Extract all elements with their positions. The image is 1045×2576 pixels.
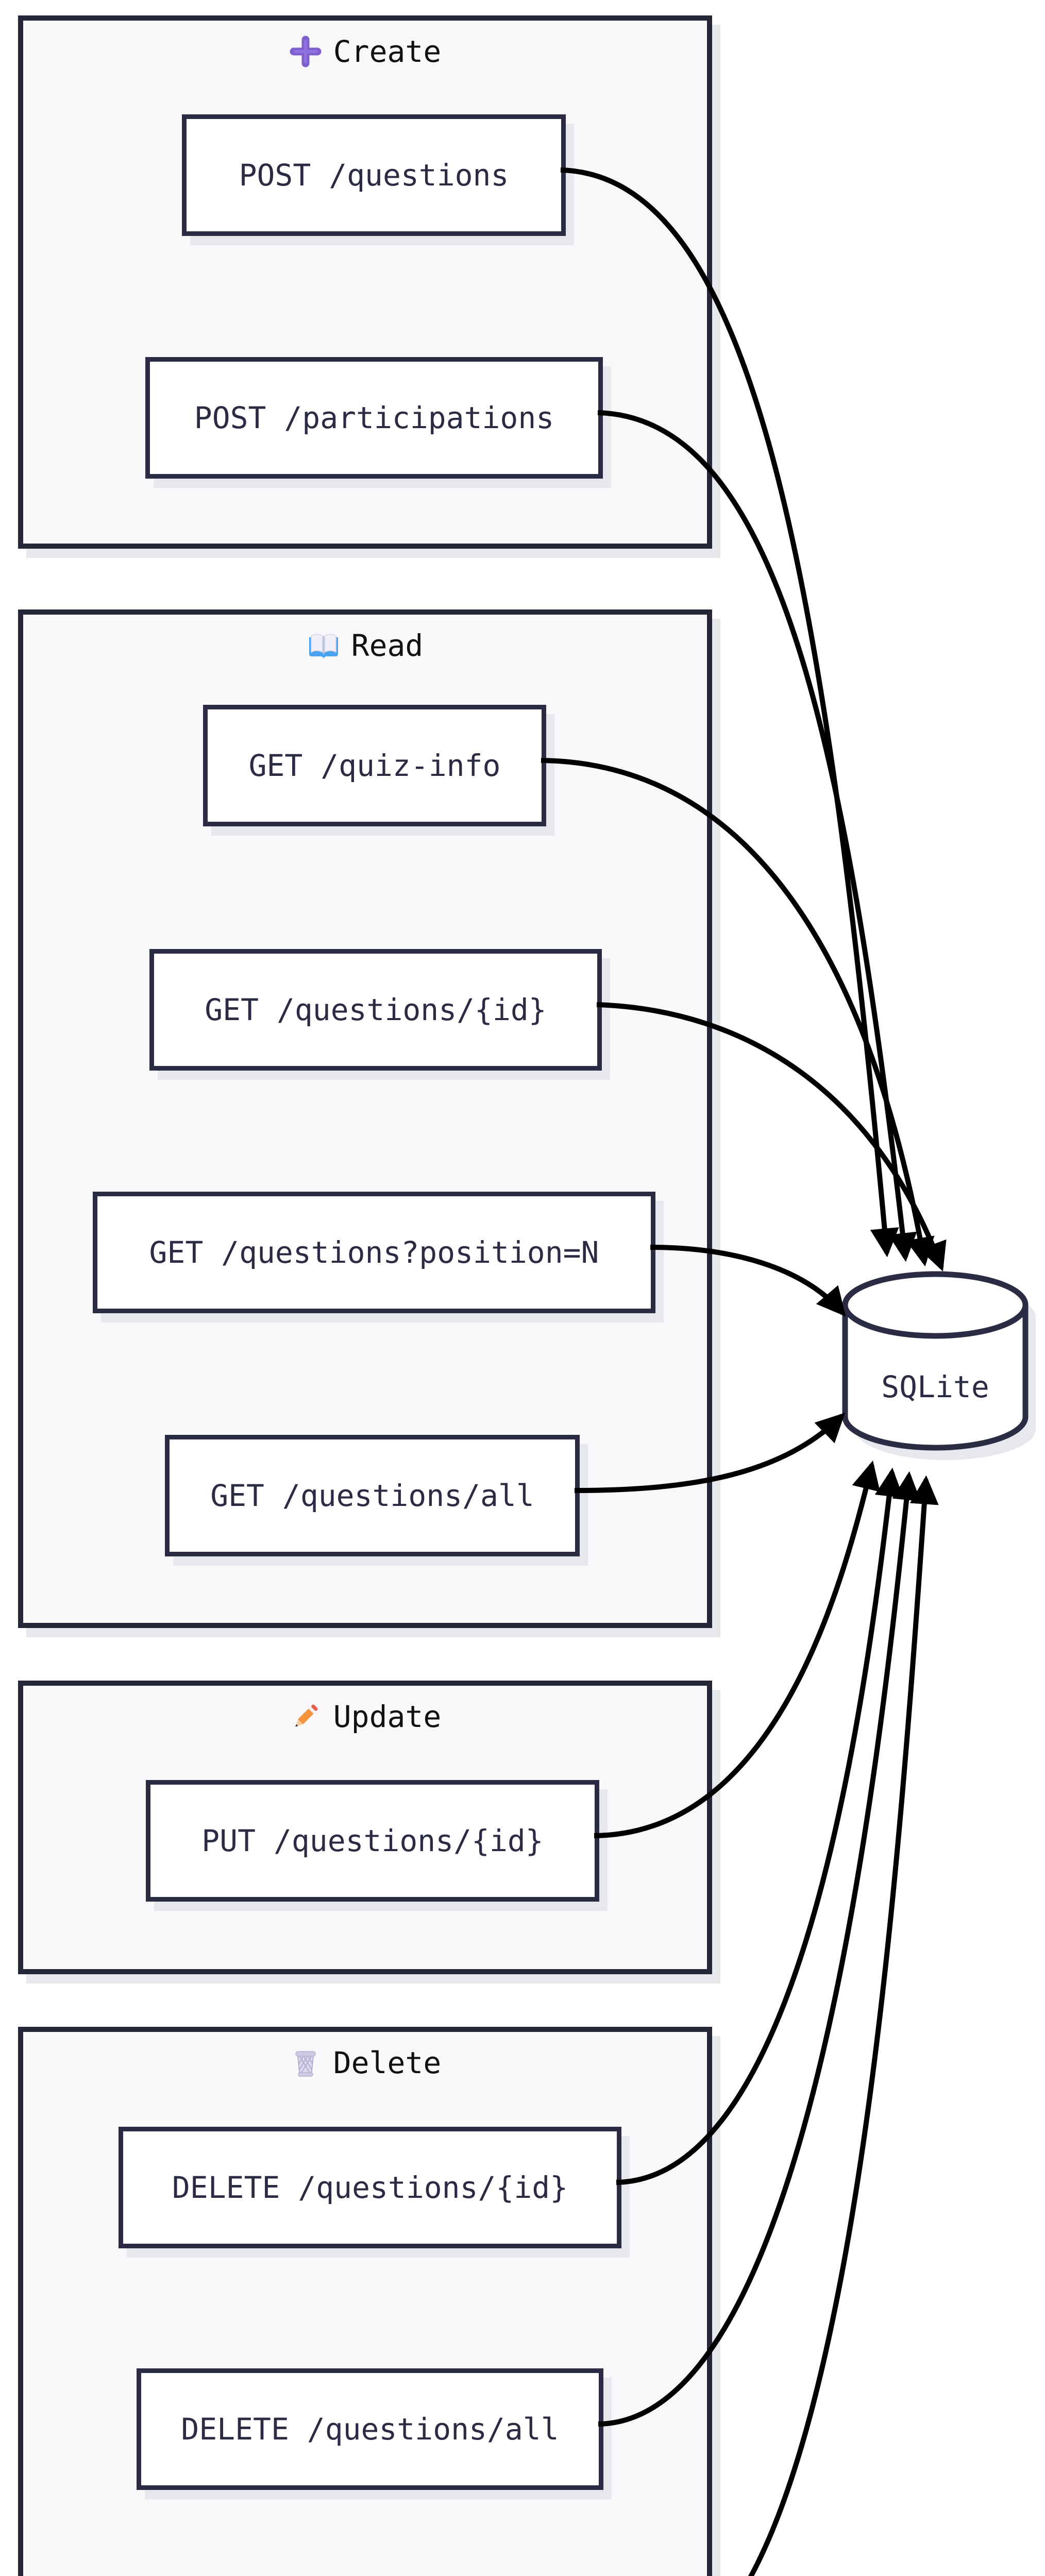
node-delete-questions-all: DELETE /questions/all xyxy=(137,2368,603,2490)
node-delete-questions-id: DELETE /questions/{id} xyxy=(119,2127,621,2248)
node-get-questions-all: GET /questions/all xyxy=(165,1435,580,1556)
group-update: Update PUT /questions/{id} xyxy=(18,1681,712,1974)
database-shadow xyxy=(855,1286,1036,1460)
group-read-header: Read xyxy=(23,628,707,663)
plus-icon xyxy=(290,36,322,67)
node-put-questions-id: PUT /questions/{id} xyxy=(146,1780,599,1902)
database-sqlite: SQLite xyxy=(842,1271,1036,1460)
group-update-header: Update xyxy=(23,1699,707,1734)
node-get-questions-id: GET /questions/{id} xyxy=(149,949,602,1071)
node-get-quiz-info: GET /quiz-info xyxy=(203,705,546,826)
node-post-questions-label: POST /questions xyxy=(239,158,509,193)
group-read: Read GET /quiz-info GET /questions/{id} … xyxy=(18,609,712,1628)
node-put-questions-id-label: PUT /questions/{id} xyxy=(201,1823,544,1858)
node-delete-questions-id-label: DELETE /questions/{id} xyxy=(172,2170,568,2205)
wastebasket-icon xyxy=(295,2051,316,2077)
node-delete-questions-all-label: DELETE /questions/all xyxy=(181,2412,559,2447)
group-delete: Delete DELETE /questions/{id} DELETE /qu… xyxy=(18,2027,712,2576)
database-top-ellipse xyxy=(842,1271,1029,1339)
node-get-questions-id-label: GET /questions/{id} xyxy=(205,992,547,1027)
group-read-title: Read xyxy=(351,628,424,663)
node-get-questions-position: GET /questions?position=N xyxy=(93,1192,655,1313)
group-create-title: Create xyxy=(333,34,442,69)
group-update-title: Update xyxy=(333,1699,442,1734)
group-delete-header: Delete xyxy=(23,2045,707,2080)
database-body xyxy=(842,1271,1029,1451)
node-get-questions-all-label: GET /questions/all xyxy=(210,1478,534,1513)
node-get-questions-position-label: GET /questions?position=N xyxy=(149,1235,599,1270)
group-create: Create POST /questions POST /participati… xyxy=(18,15,712,549)
node-post-participations: POST /participations xyxy=(145,357,603,479)
node-get-quiz-info-label: GET /quiz-info xyxy=(248,748,501,783)
group-create-header: Create xyxy=(23,34,707,69)
node-post-questions: POST /questions xyxy=(182,114,566,236)
pencil-icon xyxy=(295,1704,318,1727)
node-post-participations-label: POST /participations xyxy=(194,400,554,435)
open-book-icon xyxy=(309,634,338,658)
group-delete-title: Delete xyxy=(333,2045,442,2080)
database-label: SQLite xyxy=(881,1369,989,1404)
